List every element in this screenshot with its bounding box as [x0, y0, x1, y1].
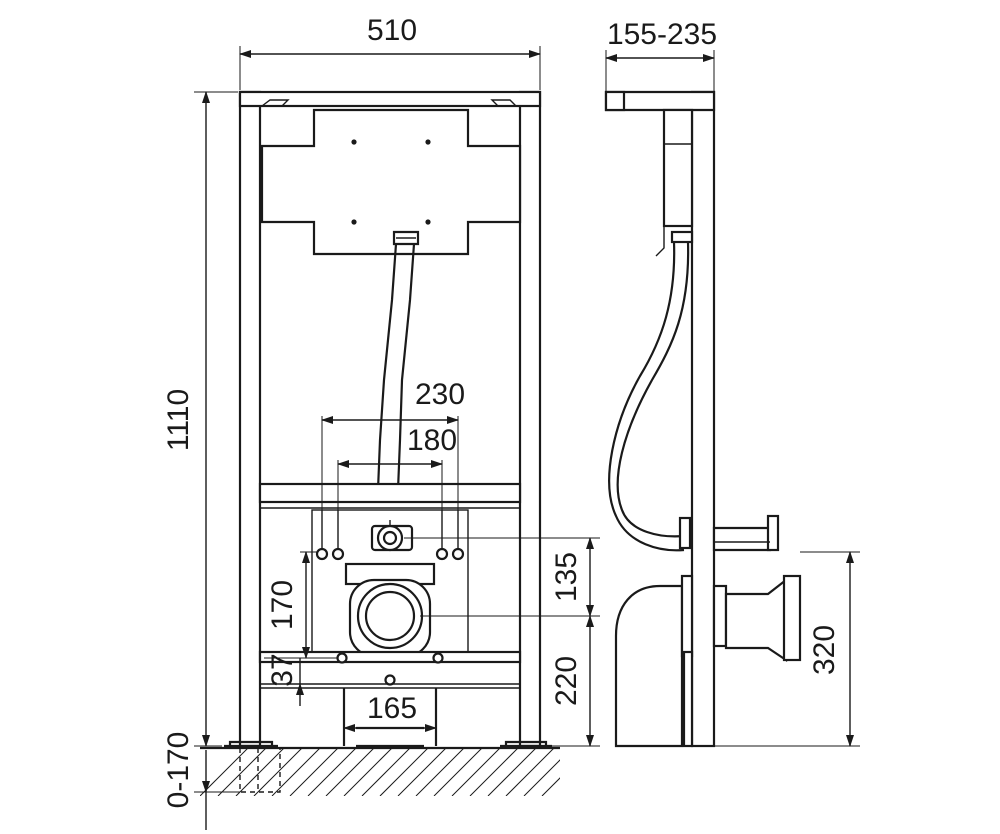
drain-outlet	[344, 562, 436, 658]
drain-support	[342, 688, 438, 748]
lower-crossbar	[258, 650, 522, 664]
dim-37: 37	[264, 653, 386, 706]
left-foot	[224, 740, 278, 748]
upper-crossbar	[258, 482, 522, 504]
dim-510: 510	[239, 14, 541, 90]
side-flush-pipe	[608, 241, 690, 552]
side-water-inlet	[712, 526, 772, 552]
side-view: 155-235 320	[604, 18, 860, 748]
dim-320: 320	[714, 551, 860, 747]
dim-220-label: 220	[550, 656, 583, 706]
water-inlet	[370, 520, 414, 552]
dim-155-235: 155-235	[605, 18, 717, 92]
dim-180: 180	[337, 424, 457, 548]
bowl-stud-holes	[336, 652, 444, 686]
side-upright	[690, 90, 716, 748]
side-drain-bend	[614, 584, 684, 748]
dim-0-170-label: 0-170	[162, 732, 195, 809]
front-view: 510 1110 0-170 230 180	[162, 14, 600, 830]
side-cistern	[662, 108, 694, 228]
dim-135-label: 135	[550, 552, 583, 602]
flush-pipe	[376, 243, 416, 491]
cistern	[260, 108, 522, 256]
dim-170: 170	[266, 551, 338, 659]
floor-hatching	[200, 746, 560, 796]
cistern-screws	[351, 139, 431, 225]
top-rail	[238, 90, 542, 108]
dim-135: 135	[404, 537, 600, 617]
dim-1110-label: 1110	[162, 389, 195, 451]
dim-1110: 1110	[162, 91, 238, 747]
dim-170-label: 170	[266, 580, 299, 630]
dim-0-170: 0-170	[162, 732, 240, 830]
dim-37-label: 37	[266, 653, 299, 686]
rod-nuts	[315, 547, 465, 561]
side-pan-connector	[712, 574, 802, 663]
dim-320-label: 320	[808, 625, 841, 675]
dim-165-label: 165	[367, 692, 417, 725]
dim-220: 220	[520, 615, 600, 747]
dim-230-label: 230	[415, 378, 465, 411]
right-upright	[518, 90, 542, 748]
dim-155-235-label: 155-235	[607, 18, 717, 51]
left-upright	[238, 90, 262, 748]
dim-180-label: 180	[407, 424, 457, 457]
dim-165: 165	[343, 692, 437, 732]
dim-510-label: 510	[367, 14, 417, 47]
dim-230: 230	[321, 378, 465, 548]
